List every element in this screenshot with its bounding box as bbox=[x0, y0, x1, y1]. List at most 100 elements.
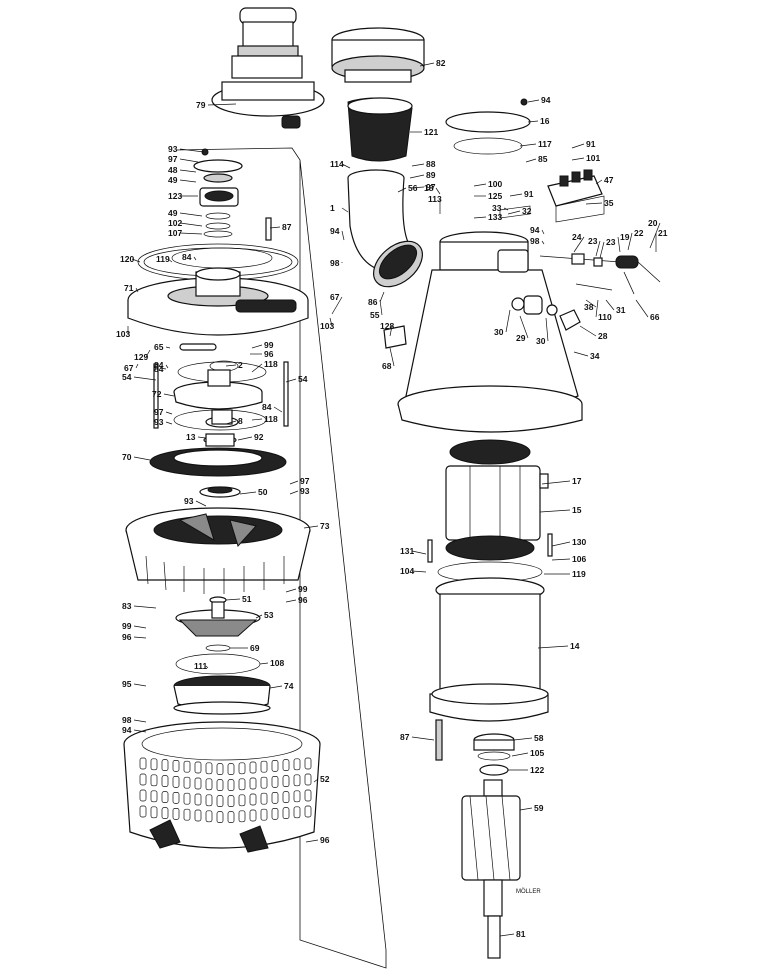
leader-line bbox=[473, 183, 487, 187]
leader-line bbox=[167, 258, 173, 263]
part-53-impeller bbox=[175, 596, 261, 637]
part-label: 86 bbox=[368, 297, 378, 307]
leader-line bbox=[289, 480, 299, 485]
strainer-hole bbox=[249, 793, 257, 806]
leader-line bbox=[251, 418, 263, 421]
leader-line bbox=[179, 169, 197, 173]
part-label: 107 bbox=[168, 228, 182, 238]
leader-line bbox=[341, 163, 351, 169]
leader-line bbox=[411, 163, 425, 167]
leader-line bbox=[133, 456, 151, 461]
part-label: 131 bbox=[400, 546, 414, 556]
part-label: 81 bbox=[516, 929, 526, 939]
part-label: 59 bbox=[534, 803, 544, 813]
part-label: 74 bbox=[284, 681, 294, 691]
leader-line bbox=[313, 778, 319, 783]
part-label: 121 bbox=[424, 127, 438, 137]
part-29-30-bushing bbox=[511, 295, 581, 331]
leader-line bbox=[571, 143, 585, 149]
leader-line bbox=[331, 296, 343, 315]
part-label: 110 bbox=[598, 312, 612, 322]
leader-line bbox=[133, 683, 147, 687]
part-label: 97 bbox=[426, 182, 436, 192]
strainer-hole bbox=[194, 761, 202, 774]
strainer-hole bbox=[282, 807, 290, 819]
leader-line bbox=[273, 406, 283, 413]
part-label: 99 bbox=[298, 584, 308, 594]
leader-line bbox=[635, 299, 649, 318]
strainer-hole bbox=[205, 810, 213, 823]
part-label: 87 bbox=[282, 222, 292, 232]
part-label: 14 bbox=[570, 641, 580, 651]
leader-line bbox=[379, 299, 383, 316]
part-14-motor-housing bbox=[429, 561, 549, 761]
part-label: 117 bbox=[538, 139, 552, 149]
leader-line bbox=[341, 207, 349, 213]
signature: MÖLLER bbox=[516, 888, 541, 895]
part-label: 18 bbox=[424, 183, 434, 193]
strainer-hole bbox=[227, 795, 235, 807]
leader-line bbox=[617, 236, 621, 253]
part-label: 101 bbox=[586, 153, 600, 163]
part-79-coupling bbox=[211, 7, 325, 129]
leader-line bbox=[179, 212, 203, 217]
leader-line bbox=[649, 222, 661, 249]
part-label: 28 bbox=[598, 331, 608, 341]
strainer-hole bbox=[238, 794, 246, 807]
leader-line bbox=[605, 299, 615, 311]
leader-line bbox=[225, 598, 241, 601]
leader-line bbox=[133, 636, 147, 639]
leader-line bbox=[341, 230, 345, 241]
part-label: 24 bbox=[572, 232, 582, 242]
leader-line bbox=[571, 157, 585, 161]
part-label: 23 bbox=[606, 237, 616, 247]
part-73-pump-housing bbox=[125, 507, 311, 594]
strainer-hole bbox=[161, 759, 169, 771]
part-47-terminal-block bbox=[499, 169, 605, 223]
strainer-hole bbox=[172, 760, 180, 772]
part-label: 52 bbox=[320, 774, 330, 784]
leader-line bbox=[539, 509, 571, 513]
strainer-hole bbox=[183, 792, 191, 805]
leader-line bbox=[389, 325, 393, 337]
lower-bearing-stack bbox=[473, 733, 515, 776]
strainer-hole bbox=[194, 777, 202, 790]
part-label: 49 bbox=[168, 175, 178, 185]
strainer-holes bbox=[139, 757, 312, 823]
part-label: 54 bbox=[122, 372, 132, 382]
part-label: 82 bbox=[436, 58, 446, 68]
leader-line bbox=[259, 662, 269, 665]
leader-line bbox=[179, 222, 203, 227]
part-label: 98 bbox=[530, 236, 540, 246]
leader-line bbox=[159, 367, 167, 370]
part-label: 120 bbox=[120, 254, 134, 264]
strainer-hole bbox=[183, 808, 191, 821]
part-label: 67 bbox=[124, 363, 134, 373]
leader-line bbox=[411, 570, 427, 573]
part-label: 105 bbox=[530, 748, 544, 758]
part-label: 72 bbox=[152, 389, 162, 399]
strainer-hole bbox=[249, 761, 257, 774]
leader-line bbox=[595, 299, 599, 318]
part-label: 93 bbox=[154, 417, 164, 427]
leader-line bbox=[165, 364, 169, 369]
strainer-hole bbox=[216, 779, 224, 791]
part-label: 106 bbox=[572, 554, 586, 564]
leader-line bbox=[519, 315, 529, 339]
part-label: 34 bbox=[590, 351, 600, 361]
part-label: 98 bbox=[330, 258, 340, 268]
part-label: 96 bbox=[122, 632, 132, 642]
part-label: 118 bbox=[264, 359, 278, 369]
part-label: 108 bbox=[270, 658, 284, 668]
strainer-hole bbox=[139, 773, 147, 786]
leader-line bbox=[269, 226, 281, 229]
part-label: 67 bbox=[330, 292, 340, 302]
leader-line bbox=[205, 665, 209, 669]
part-label: 125 bbox=[488, 191, 502, 201]
strainer-hole bbox=[205, 778, 213, 791]
part-label: 84 bbox=[182, 252, 192, 262]
strainer-hole bbox=[194, 793, 202, 806]
part-label: 128 bbox=[380, 321, 394, 331]
leader-line bbox=[329, 317, 333, 327]
leader-line bbox=[251, 363, 263, 373]
